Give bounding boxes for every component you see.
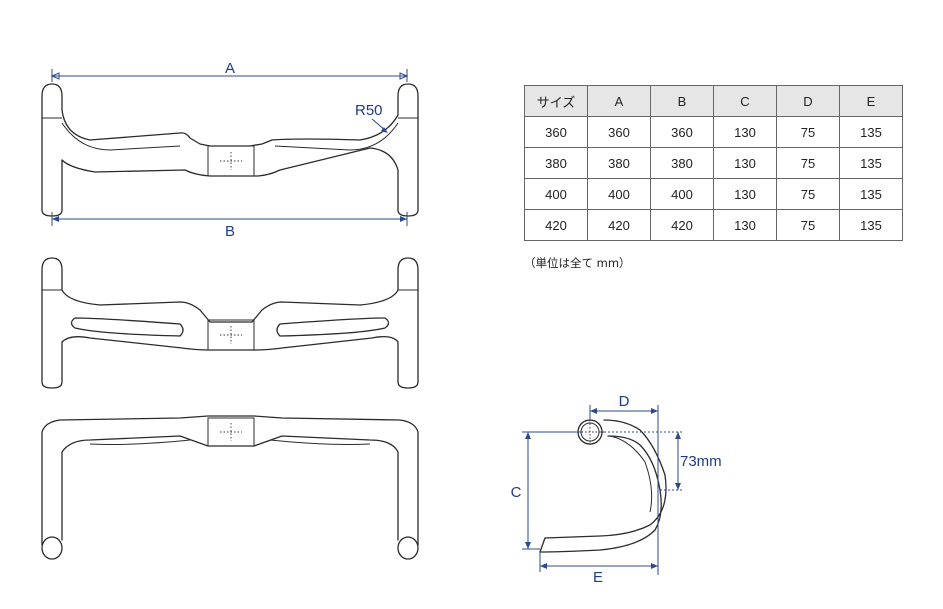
table-cell: 400 [524, 178, 588, 210]
table-cell: 360 [524, 116, 588, 148]
table-cell: 135 [839, 147, 903, 179]
dim-a-label: A [225, 60, 235, 77]
table-header-cell: E [839, 85, 903, 117]
table-cell: 380 [587, 147, 651, 179]
table-header-cell: A [587, 85, 651, 117]
dim-b-label: B [225, 223, 235, 240]
table-cell: 400 [587, 178, 651, 210]
table-cell: 135 [839, 209, 903, 241]
drop-73-label: 73mm [680, 453, 722, 470]
bottom-view [41, 415, 419, 560]
table-header-cell: C [713, 85, 777, 117]
table-header-cell: B [650, 85, 714, 117]
table-cell: 360 [650, 116, 714, 148]
table-cell: 380 [524, 147, 588, 179]
side-view: D C 73mm E [511, 393, 722, 586]
size-table: サイズ A B C D E 360 360 360 130 75 135 380… [524, 85, 903, 241]
table-cell: 135 [839, 178, 903, 210]
table-cell: 360 [587, 116, 651, 148]
table-header-cell: D [776, 85, 840, 117]
front-view [41, 257, 419, 389]
table-cell: 75 [776, 178, 840, 210]
table-row: 380 380 380 130 75 135 [524, 147, 903, 179]
dim-d-label: D [619, 393, 630, 410]
table-header-row: サイズ A B C D E [524, 85, 903, 117]
unit-note: （単位は全て mm） [524, 256, 631, 270]
dim-e-label: E [593, 569, 603, 586]
table-header-cell: サイズ [524, 85, 588, 117]
table-cell: 75 [776, 209, 840, 241]
top-view: A R50 B [41, 60, 419, 240]
table-row: 420 420 420 130 75 135 [524, 209, 903, 241]
table-cell: 420 [650, 209, 714, 241]
table-cell: 130 [713, 209, 777, 241]
radius-label: R50 [355, 102, 383, 119]
table-cell: 135 [839, 116, 903, 148]
table-row: 400 400 400 130 75 135 [524, 178, 903, 210]
table-cell: 420 [587, 209, 651, 241]
table-cell: 400 [650, 178, 714, 210]
table-cell: 75 [776, 147, 840, 179]
dim-c-label: C [511, 484, 522, 501]
table-cell: 380 [650, 147, 714, 179]
table-cell: 420 [524, 209, 588, 241]
table-cell: 130 [713, 116, 777, 148]
table-cell: 75 [776, 116, 840, 148]
table-cell: 130 [713, 178, 777, 210]
table-cell: 130 [713, 147, 777, 179]
table-row: 360 360 360 130 75 135 [524, 116, 903, 148]
